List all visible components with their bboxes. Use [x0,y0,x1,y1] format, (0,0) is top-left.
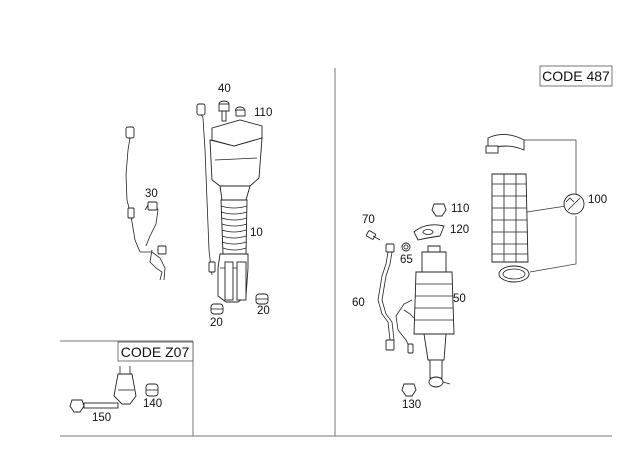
callout-65: 65 [400,254,413,266]
callout-110-right: 110 [451,203,469,215]
callout-20-right: 20 [257,305,270,317]
callout-140: 140 [143,398,162,410]
code-487-label: CODE 487 [539,65,613,87]
callout-40: 40 [218,83,231,95]
air-strut-10 [196,100,269,315]
callouts: 40 110 30 10 20 20 70 110 120 65 60 50 1… [92,83,607,424]
callout-150: 150 [92,412,111,424]
code-z07-label: CODE Z07 [117,341,194,362]
callout-130: 130 [402,399,421,411]
sensor-cable-30 [125,126,167,281]
callout-110-left: 110 [254,107,272,119]
gasket-120 [413,224,445,241]
callout-120: 120 [450,224,469,236]
repair-kit-100 [485,134,585,283]
code-487-text: CODE 487 [542,68,610,84]
nut-130 [401,383,417,397]
shock-absorber-50 [365,203,455,397]
callout-10: 10 [250,227,263,239]
callout-70: 70 [362,214,375,226]
callout-100: 100 [588,194,607,206]
callout-20-left: 20 [210,317,223,329]
callout-50: 50 [453,293,466,305]
bushing-140 [145,383,159,397]
strut-bellows [220,199,248,255]
callout-30: 30 [145,188,158,200]
seal-65 [401,242,411,252]
bushing-20-left [210,303,224,315]
bracket-z07 [113,366,137,405]
code-z07-text: CODE Z07 [121,344,190,360]
bolt-70 [365,230,381,241]
callout-60: 60 [352,297,365,309]
bolt-150 [69,399,119,413]
nut-110-right [431,203,447,217]
bushing-20-right [255,293,269,305]
